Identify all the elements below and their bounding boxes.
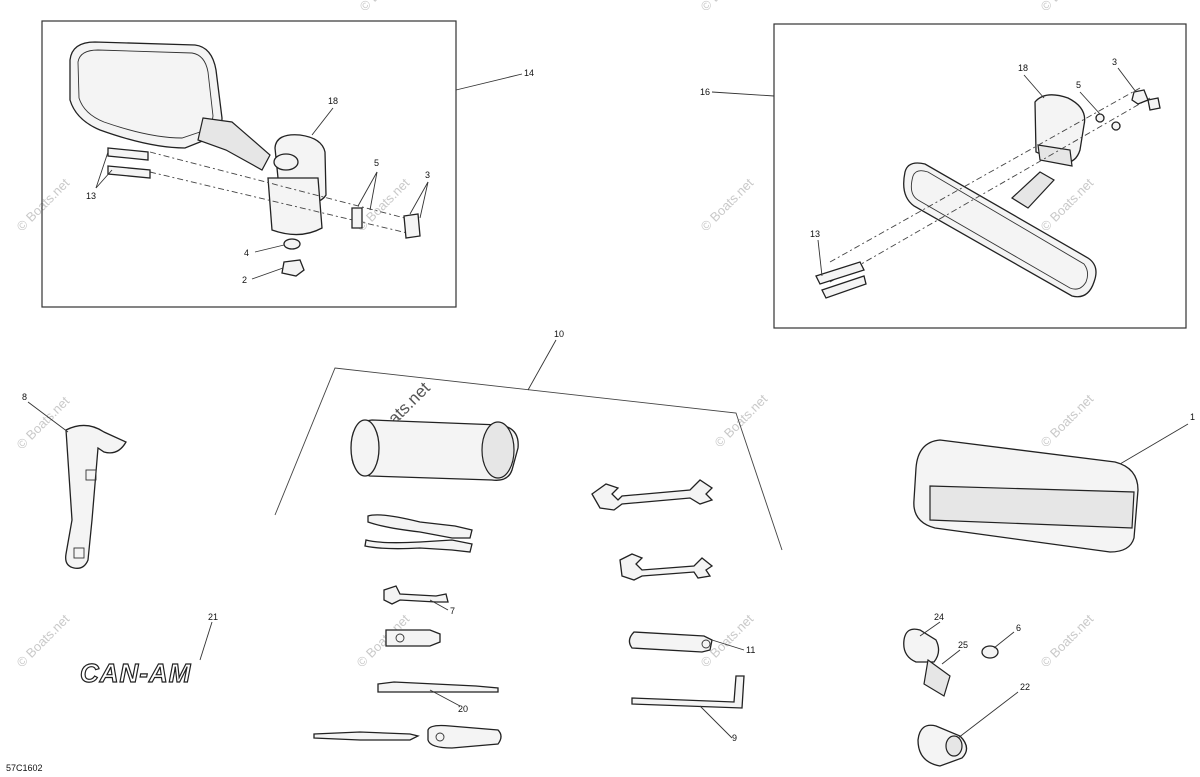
callout-13: 13 (810, 229, 820, 239)
spark-plug-socket: 11 (628, 631, 755, 655)
watermark: © Boats.net (1038, 611, 1097, 670)
callout-18: 18 (328, 96, 338, 106)
watermark: © Boats.net (712, 391, 771, 450)
callout-1: 1 (1190, 412, 1195, 422)
storage-tray: 1 (913, 412, 1195, 553)
side-mirror-kit-box (41, 20, 457, 308)
watermark: © Boats.net (1038, 391, 1097, 450)
callout-24: 24 (934, 612, 944, 622)
callout-25: 25 (958, 640, 968, 650)
watermark: © Boats.net (1038, 0, 1097, 14)
pliers (364, 514, 473, 553)
callout-20: 7 (450, 606, 455, 616)
rear-view-mirror (815, 87, 1161, 299)
callout-11: 21 (208, 612, 218, 622)
screwdriver (313, 724, 502, 749)
rear-mirror-kit-box (773, 23, 1187, 329)
callout-5: 5 (1076, 80, 1081, 90)
rubber-cap: 22 (917, 682, 1030, 767)
extension-bar: 20 (377, 681, 499, 714)
grommet-small: 6 (981, 623, 1021, 659)
rear-mirror-callouts: 16 18 5 3 13 (700, 57, 1137, 277)
callout-21: 9 (732, 733, 737, 743)
callout-5: 5 (374, 158, 379, 168)
spanner-wrench: 8 (22, 392, 127, 569)
watermark: © Boats.net (698, 175, 757, 234)
open-end-wrench-large (591, 479, 714, 511)
callout-3: 3 (1112, 57, 1117, 67)
can-am-logo: CAN-AM 21 (79, 612, 218, 689)
callout-16: 16 (700, 87, 710, 97)
callout-2: 2 (242, 275, 247, 285)
callout-3: 3 (425, 170, 430, 180)
callout-22: 22 (1020, 682, 1030, 692)
callout-14: 14 (524, 68, 534, 78)
electrical-connector: 24 25 (903, 612, 968, 697)
callout-6: 6 (1016, 623, 1021, 633)
callout-8: 20 (458, 704, 468, 714)
small-wrench: 7 (383, 585, 455, 616)
watermark: © Boats.net (14, 611, 73, 670)
callout-4: 4 (244, 248, 249, 258)
callout-7: 8 (22, 392, 27, 402)
callout-9: 11 (746, 645, 755, 655)
socket-tool (385, 629, 441, 647)
side-mirror-callouts: 14 18 13 5 3 4 2 (86, 68, 534, 285)
open-end-wrench-small (619, 553, 714, 581)
tool-bag (350, 419, 519, 481)
watermark: © Boats.net (698, 0, 757, 14)
callout-18: 18 (1018, 63, 1028, 73)
callout-13: 13 (86, 191, 96, 201)
callout-10: 10 (554, 329, 564, 339)
side-mirror (69, 41, 421, 277)
logo-text: CAN-AM (80, 658, 192, 688)
hex-key: 9 (631, 675, 745, 743)
watermark: © Boats.net (14, 175, 73, 234)
tool-kit-outline: 10 (274, 329, 783, 551)
watermark: © Boats.net (357, 0, 416, 14)
diagram-code: 57C1602 (6, 763, 43, 773)
